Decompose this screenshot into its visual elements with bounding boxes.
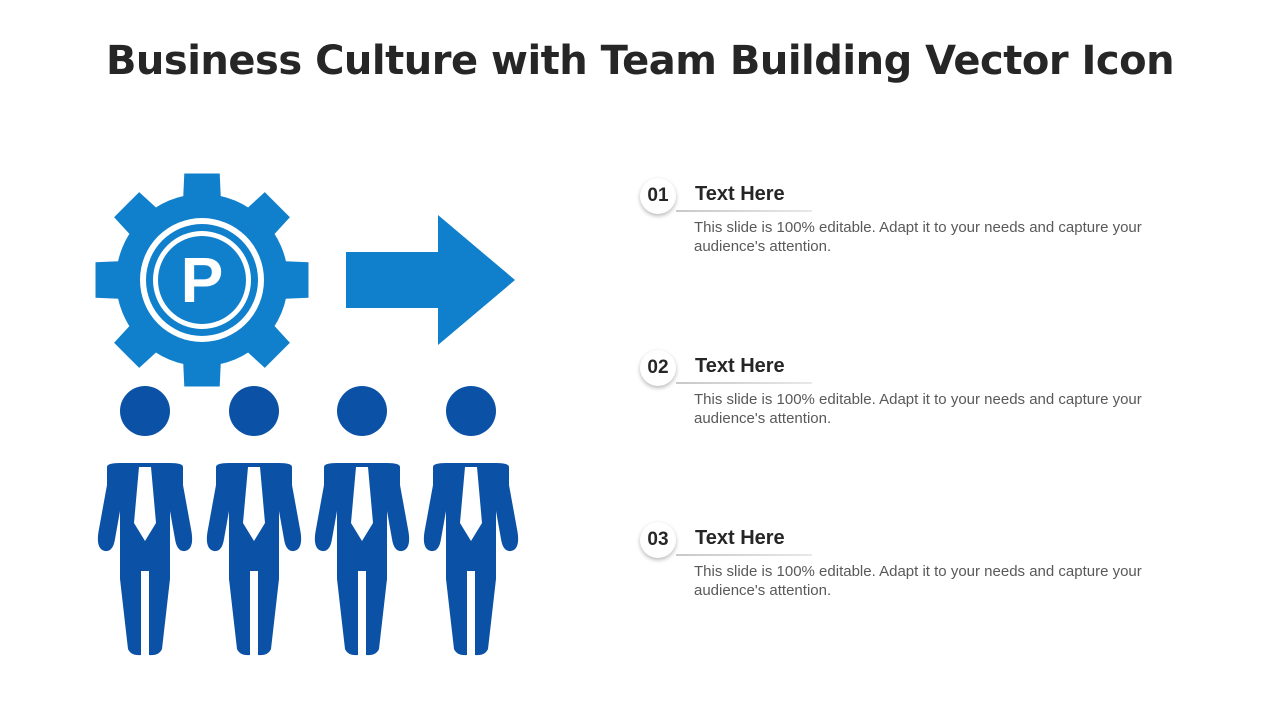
person-icon [97,386,193,656]
list-item: 02 Text Here This slide is 100% editable… [640,350,1180,440]
item-description: This slide is 100% editable. Adapt it to… [694,563,1142,599]
gear-letter: P [181,244,224,316]
gear-tooth [95,261,125,299]
person-icon [423,386,519,656]
gear-tooth [243,321,290,368]
item-title-underline [676,554,812,556]
item-number-badge: 03 [640,522,676,558]
item-number-badge: 02 [640,350,676,386]
gear-tooth [114,192,161,239]
item-title: Text Here [695,183,785,205]
person-icon [206,386,302,656]
item-description: This slide is 100% editable. Adapt it to… [694,219,1142,255]
item-number-badge: 01 [640,178,676,214]
item-title: Text Here [695,527,785,549]
item-title-underline [676,382,812,384]
slide-title: Business Culture with Team Building Vect… [105,38,1175,84]
list-item: 01 Text Here This slide is 100% editable… [640,178,1180,268]
team-building-illustration: P [95,173,519,656]
gear-icon: P [95,173,309,387]
list-item: 03 Text Here This slide is 100% editable… [640,522,1180,612]
arrow-right-icon [346,215,515,345]
item-description: This slide is 100% editable. Adapt it to… [694,391,1142,427]
item-title: Text Here [695,355,785,377]
gear-tooth [183,357,221,387]
gear-tooth [183,173,221,203]
person-icon [314,386,410,656]
gear-tooth [243,192,290,239]
gear-tooth [114,321,161,368]
item-title-underline [676,210,812,212]
gear-tooth [279,261,309,299]
